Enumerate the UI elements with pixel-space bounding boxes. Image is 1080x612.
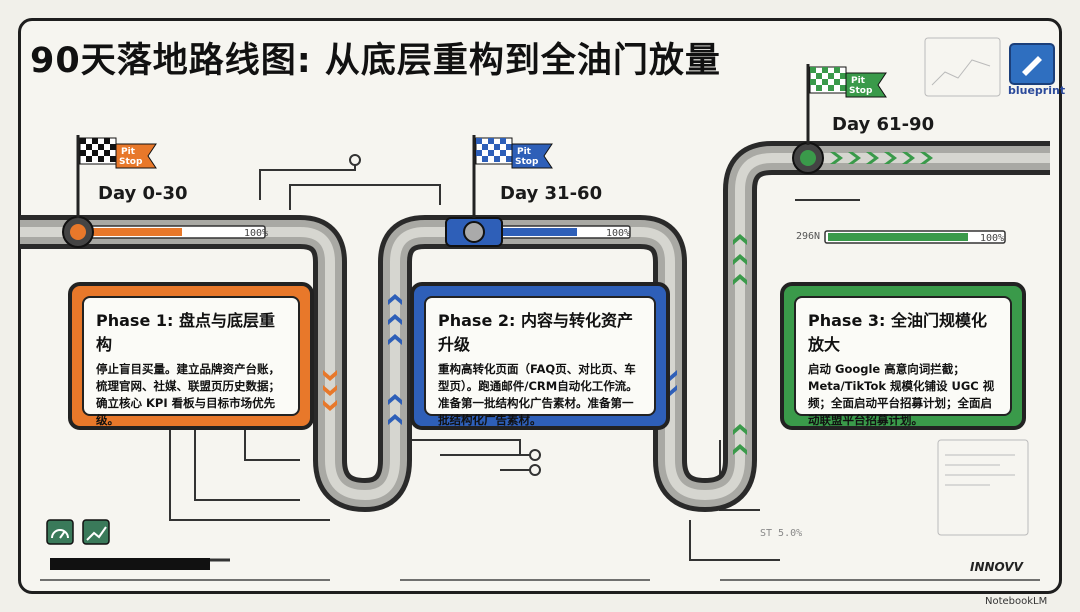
phase3-title: Phase 3: 全油门规模化放大 bbox=[808, 311, 987, 354]
checkpoint-3 bbox=[792, 142, 824, 174]
phase2-day-label: Day 31-60 bbox=[500, 183, 603, 204]
pit-stop-label-3: Stop bbox=[849, 86, 873, 96]
phase3-progress-label: 100% bbox=[980, 233, 1004, 244]
svg-text:Pit: Pit bbox=[121, 147, 136, 157]
flag-icon-phase3: Pit Stop bbox=[806, 64, 887, 145]
phase2-body: 重构高转化页面（FAQ页、对比页、车型页）。跑通邮件/CRM自动化工作流。准备第… bbox=[438, 362, 638, 427]
watermark: NotebookLM bbox=[985, 596, 1048, 607]
flag-icon-phase2: Pit Stop bbox=[472, 135, 553, 218]
phase2-progress-label: 100% bbox=[606, 228, 630, 239]
chart-icon bbox=[82, 519, 110, 545]
phase3-body: 启动 Google 高意向词拦截；Meta/TikTok 规模化铺设 UGC 视… bbox=[808, 362, 995, 427]
pit-stop-label-2: Stop bbox=[515, 157, 539, 167]
phase1-body: 停止盲目买量。建立品牌资产台账，梳理官网、社媒、联盟页历史数据；确立核心 KPI… bbox=[96, 362, 280, 427]
phase1-card: Phase 1: 盘点与底层重构 停止盲目买量。建立品牌资产台账，梳理官网、社媒… bbox=[68, 282, 314, 430]
phase2-title: Phase 2: 内容与转化资产升级 bbox=[438, 311, 633, 354]
speedometer-icon bbox=[46, 519, 74, 545]
svg-text:Pit: Pit bbox=[851, 76, 866, 86]
page-title: 90天落地路线图: 从底层重构到全油门放量 bbox=[30, 41, 721, 81]
phase1-progress-label: 100% bbox=[244, 228, 268, 239]
phase2-card: Phase 2: 内容与转化资产升级 重构高转化页面（FAQ页、对比页、车型页）… bbox=[410, 282, 670, 430]
checkpoint-2 bbox=[445, 217, 503, 247]
phase3-day-label: Day 61-90 bbox=[832, 114, 935, 135]
phase3-card: Phase 3: 全油门规模化放大 启动 Google 高意向词拦截；Meta/… bbox=[780, 282, 1026, 430]
footer-brand: INNOVV bbox=[970, 560, 1023, 574]
phase1-day-label: Day 0-30 bbox=[98, 183, 188, 204]
st-label: ST 5.0% bbox=[760, 528, 803, 539]
green-chevrons bbox=[733, 152, 933, 455]
gauge-label: 296N bbox=[796, 231, 821, 242]
phase1-title: Phase 1: 盘点与底层重构 bbox=[96, 311, 275, 354]
flag-icon-phase1: Pit Stop bbox=[76, 135, 157, 218]
svg-text:Pit: Pit bbox=[517, 147, 532, 157]
dashboard-sketch bbox=[924, 37, 1029, 536]
logo-label: blueprint bbox=[1008, 84, 1066, 97]
checkpoint-1 bbox=[62, 216, 94, 248]
pit-stop-label-1: Stop bbox=[119, 157, 143, 167]
blueprint-logo-icon bbox=[1009, 43, 1055, 85]
orange-chevrons bbox=[323, 370, 337, 411]
